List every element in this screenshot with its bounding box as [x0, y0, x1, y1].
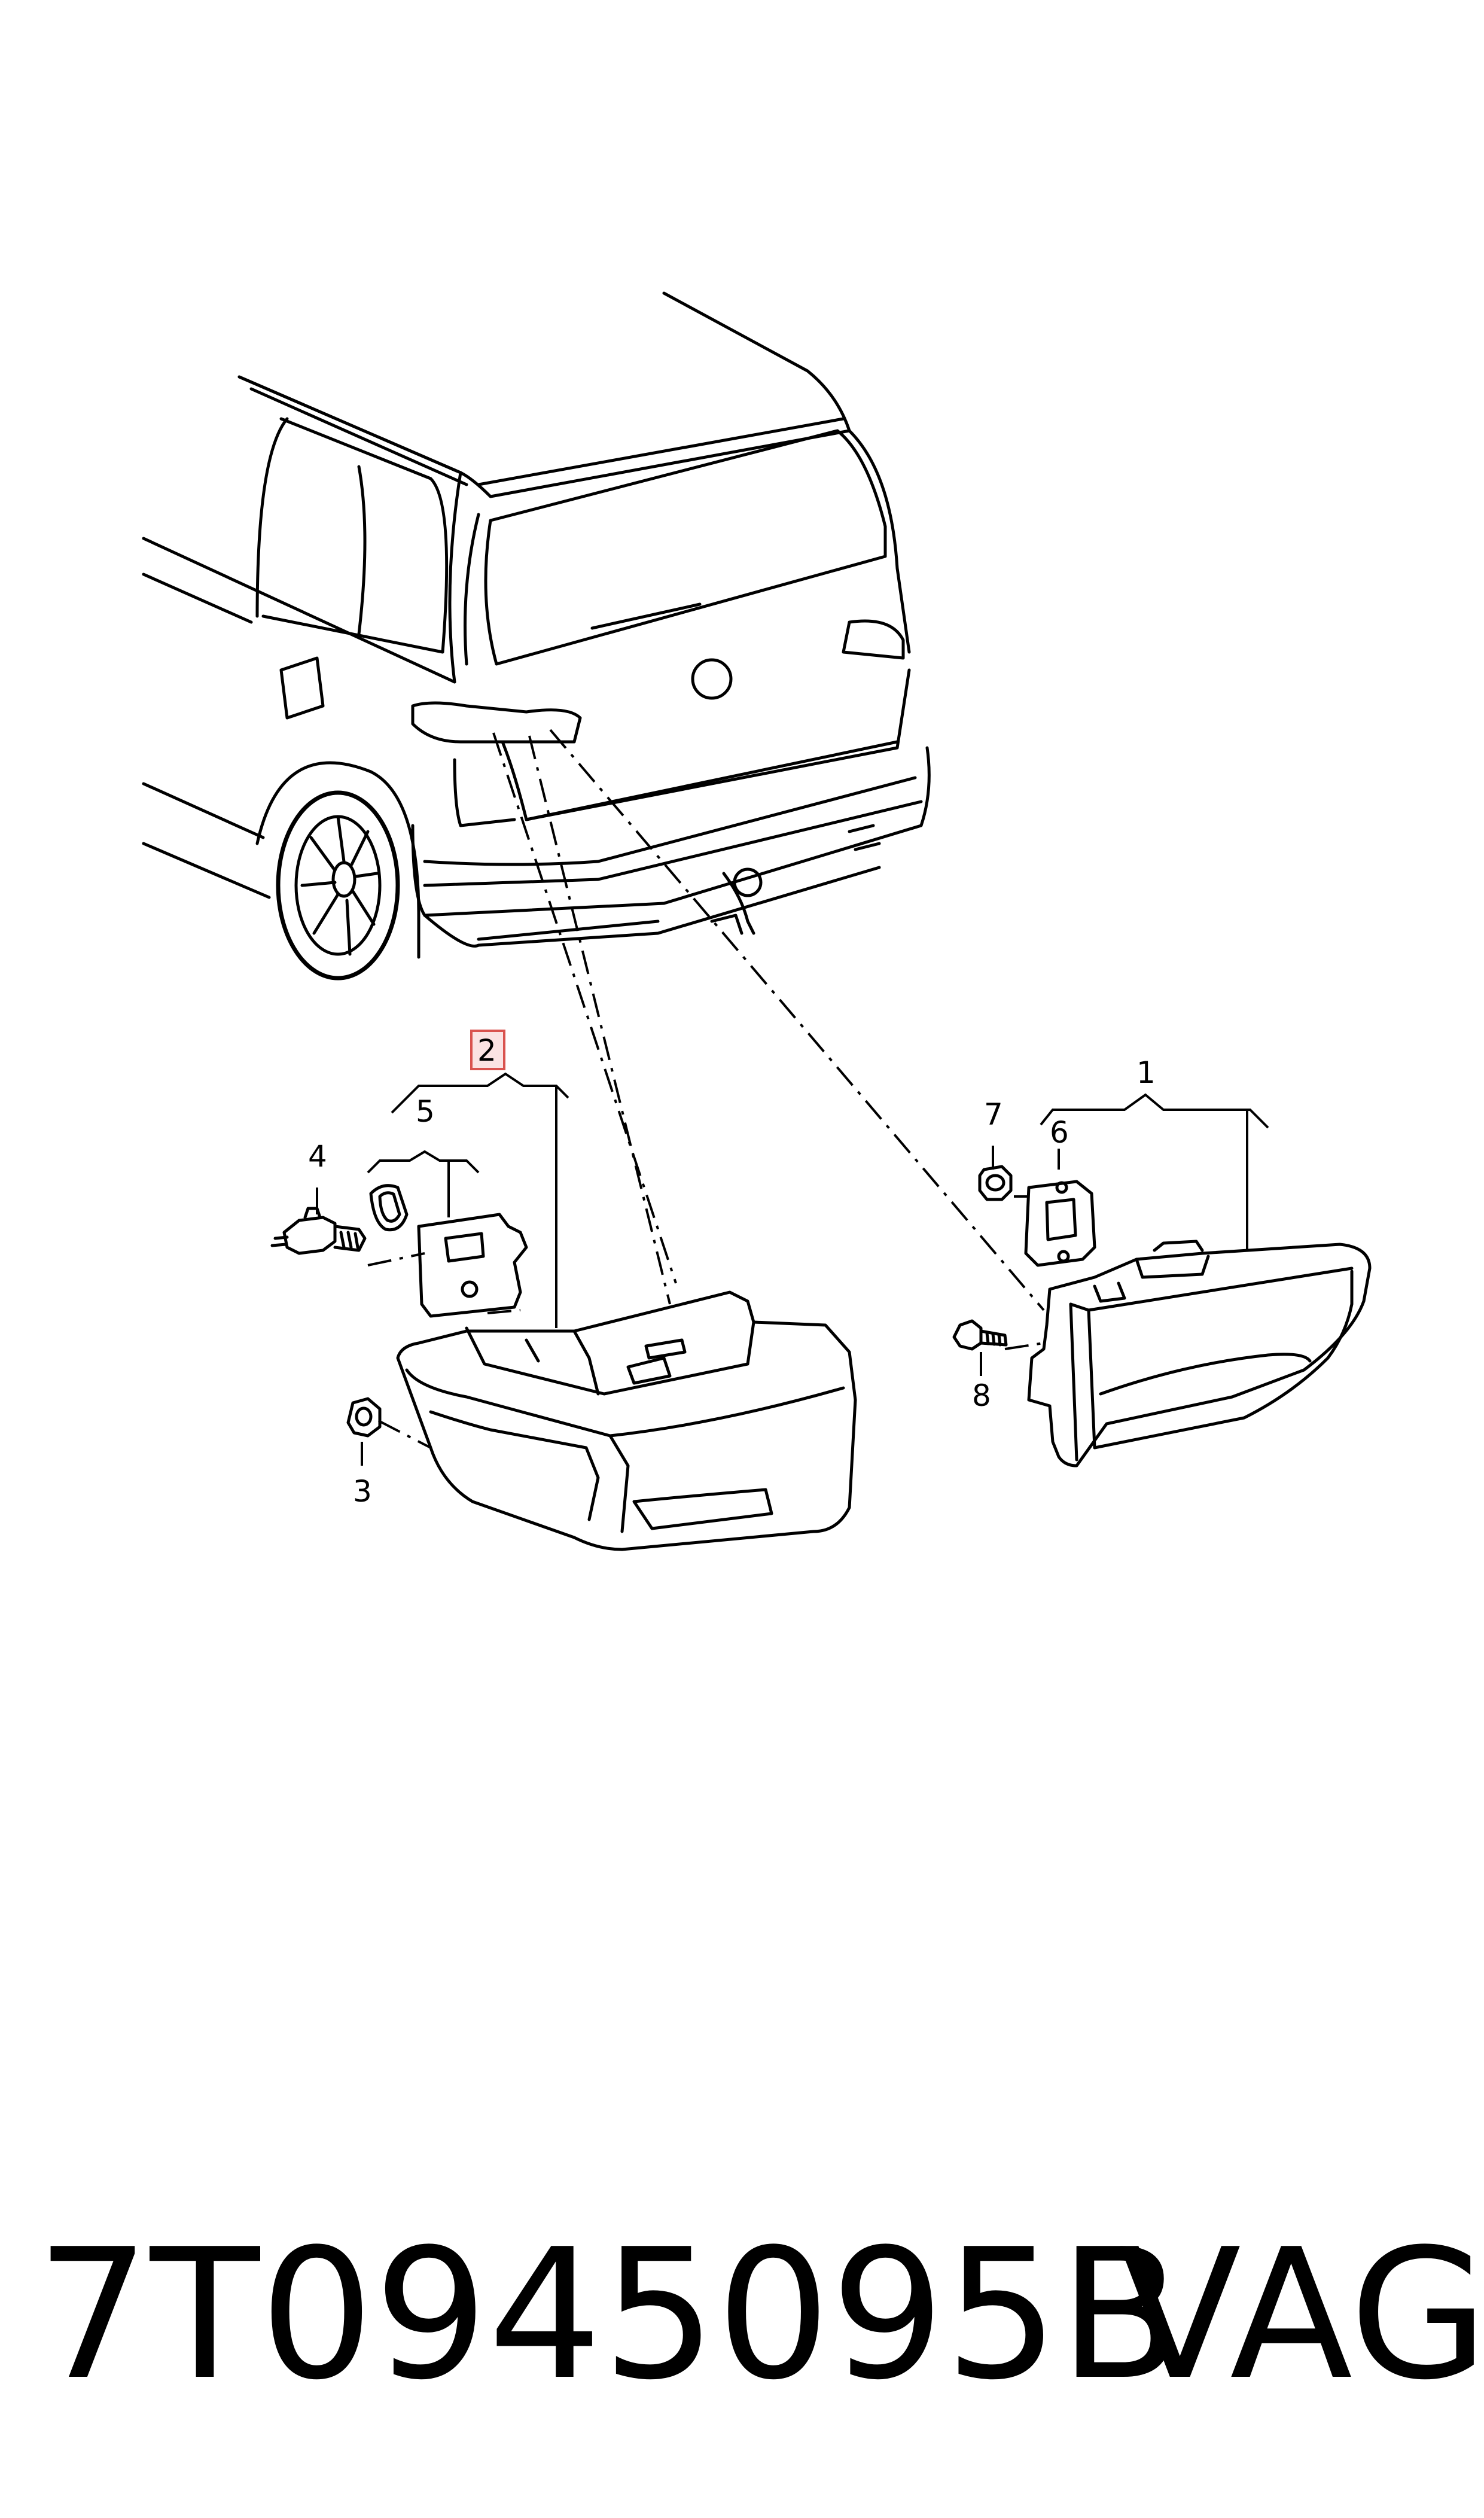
bulb-holder-part [270, 1207, 367, 1255]
leader-left-outer-to-lamp [492, 732, 677, 1284]
leader-right-to-lamp [549, 729, 1045, 1311]
callout-4[interactable]: 4 [308, 1139, 327, 1174]
part-number-label: 7T0945095B [36, 2211, 1183, 2419]
callout-5[interactable]: 5 [416, 1094, 435, 1129]
callout-1[interactable]: 1 [1136, 1055, 1156, 1090]
leader-lines [367, 729, 1045, 1449]
clip-nut-part [346, 1397, 382, 1438]
outer-tail-lamp-part [396, 1290, 857, 1551]
vehicle-illustration [142, 291, 931, 981]
brand-label: VAG [1119, 2211, 1484, 2419]
highlight-box-callout-2 [470, 1030, 505, 1070]
callout-brackets [316, 1072, 1269, 1466]
callout-8[interactable]: 8 [972, 1378, 991, 1413]
leader-bulb-holder [367, 1252, 425, 1266]
screw-part [952, 1319, 1008, 1351]
gasket-plate-part [417, 1213, 528, 1318]
callout-6[interactable]: 6 [1050, 1115, 1069, 1150]
inner-tail-lamp-part [1027, 1240, 1372, 1467]
leader-clip [378, 1420, 431, 1449]
callout-3[interactable]: 3 [353, 1474, 372, 1509]
gasket-right-part [1024, 1180, 1096, 1267]
leader-left-inner-to-lamp [528, 735, 671, 1305]
rubber-seal-part [369, 1184, 409, 1232]
nut-part [978, 1165, 1013, 1201]
callout-2[interactable]: 2 [477, 1033, 496, 1068]
leader-screw [1004, 1342, 1044, 1350]
leader-seal [487, 1309, 521, 1314]
callout-7[interactable]: 7 [984, 1097, 1003, 1132]
